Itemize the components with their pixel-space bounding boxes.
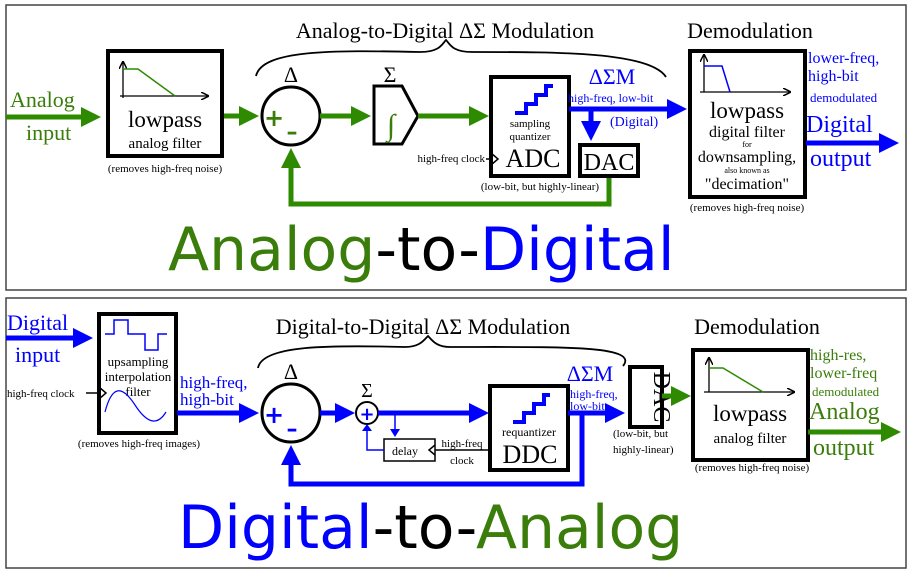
- sine-wave-icon: [104, 390, 167, 422]
- delta-label: Δ: [284, 359, 298, 384]
- demod-sub-label: analog filter: [714, 431, 787, 447]
- staircase-icon: [515, 84, 553, 115]
- adc-note: (low-bit, but highly-linear): [481, 181, 600, 193]
- demod-downsampling-label: downsampling,: [698, 149, 796, 166]
- demod-note: (removes high-freq noise): [690, 202, 805, 214]
- input-label-2: input: [26, 120, 71, 145]
- dac-note-2: highly-linear): [613, 444, 674, 456]
- output-desc-3: demodulated: [812, 384, 880, 399]
- modulation-title: Analog-to-Digital ΔΣ Modulation: [296, 18, 594, 43]
- requantizer-label: requantizer: [502, 425, 556, 439]
- minus-sign: –: [287, 417, 298, 442]
- demod-aka-label: also known as: [724, 166, 769, 175]
- lowpass-response-icon: [700, 55, 790, 92]
- big-title: Analog-to-Digital: [168, 215, 675, 285]
- feedback-path: [281, 148, 612, 207]
- dac-panel: Digital-to-Digital ΔΣ Modulation Demodul…: [5, 297, 907, 569]
- digital-lowpass-filter: [688, 49, 807, 199]
- integrator-block: [372, 84, 420, 146]
- adc-panel-border: [5, 4, 907, 291]
- modulation-brace: [255, 38, 667, 78]
- dac-panel-border: [5, 297, 907, 569]
- dsm-sublabel-1: high-freq,: [570, 387, 618, 401]
- feedback-dac-block: [578, 143, 640, 178]
- square-wave-icon: [105, 319, 167, 351]
- filter-note: (removes high-freq images): [78, 438, 201, 450]
- plus-sign: +: [264, 104, 284, 132]
- lowpass-response-icon: [704, 358, 794, 392]
- dac-label: DAC: [584, 150, 635, 176]
- adc-quantizer-block: [489, 75, 571, 178]
- dsm-label: ΔΣM: [567, 361, 614, 386]
- dsm-sublabel: high-freq, low-bit: [568, 91, 654, 105]
- output-desc-1: high-res,: [810, 347, 866, 364]
- filter-sub-label: analog filter: [129, 136, 202, 152]
- feedback-path: [281, 413, 585, 487]
- quantizer-label-2: quantizer: [510, 131, 551, 143]
- demod-for-label: for: [742, 140, 752, 149]
- integral-icon: ∫: [385, 109, 397, 144]
- filter-note: (removes high-freq noise): [108, 163, 223, 175]
- demodulation-title: Demodulation: [694, 314, 820, 339]
- output-label: Analog: [809, 399, 880, 425]
- sigma-label: Σ: [361, 380, 373, 402]
- dac-note-1: (low-bit, but: [613, 428, 668, 440]
- demod-decimation-label: "decimation": [705, 176, 789, 193]
- demod-note: (removes high-freq noise): [695, 462, 810, 474]
- output-desc-2: lower-freq: [810, 365, 877, 382]
- filter-label-3: filter: [125, 384, 151, 399]
- demod-main-label: lowpass: [710, 98, 784, 123]
- big-title: Digital-to-Analog: [178, 493, 683, 563]
- lowpass-response-icon: [120, 62, 208, 98]
- demod-sub-label: digital filter: [709, 124, 786, 141]
- signal-label-2: high-bit: [180, 390, 234, 409]
- filter-label-2: interpolation: [105, 369, 172, 384]
- delay-clock-label-2: clock: [450, 455, 474, 467]
- demodulation-title: Demodulation: [687, 18, 813, 43]
- output-desc-2: high-bit: [808, 68, 859, 85]
- output-desc-1: lower-freq,: [808, 50, 879, 67]
- input-label: Digital: [7, 310, 68, 335]
- output-label-2: output: [813, 435, 875, 461]
- ddc-label: DDC: [503, 440, 558, 469]
- input-label-2: input: [15, 342, 60, 367]
- filter-label-1: upsampling: [108, 354, 169, 369]
- demod-main-label: lowpass: [713, 401, 787, 426]
- clock-input-icon: [490, 152, 500, 166]
- clock-label: high-freq clock: [418, 153, 486, 165]
- input-label: Analog: [10, 87, 75, 112]
- dsm-label: ΔΣM: [589, 64, 636, 89]
- quantizer-label-1: sampling: [510, 118, 551, 130]
- sigma-label: Σ: [384, 62, 397, 87]
- adc-panel: Analog-to-Digital ΔΣ Modulation Demodula…: [5, 4, 907, 291]
- accumulator-plus: +: [359, 404, 374, 425]
- dsm-digital-label: (Digital): [610, 115, 659, 130]
- clock-input-icon: [98, 386, 108, 400]
- delay-label: delay: [392, 444, 418, 458]
- output-desc-3: demodulated: [810, 90, 878, 105]
- clock-label: high-freq clock: [7, 388, 75, 400]
- dsm-sublabel-2: low-bit: [570, 399, 605, 413]
- delay-clock-icon: [427, 444, 436, 456]
- modulation-title: Digital-to-Digital ΔΣ Modulation: [276, 314, 571, 339]
- adc-label: ADC: [506, 144, 561, 173]
- delay-clock-label-1: high-freq: [442, 438, 483, 450]
- minus-sign: –: [287, 120, 298, 145]
- filter-main-label: lowpass: [128, 107, 202, 132]
- output-label: Digital: [806, 112, 873, 138]
- output-label-2: output: [810, 146, 872, 172]
- staircase-icon: [513, 393, 550, 424]
- plus-sign: +: [264, 401, 284, 429]
- signal-label-1: high-freq,: [180, 373, 248, 392]
- requantizer-ddc-block: [488, 384, 570, 472]
- delay-feedback: [366, 428, 384, 451]
- delta-label: Δ: [284, 62, 298, 87]
- modulation-brace: [257, 334, 627, 369]
